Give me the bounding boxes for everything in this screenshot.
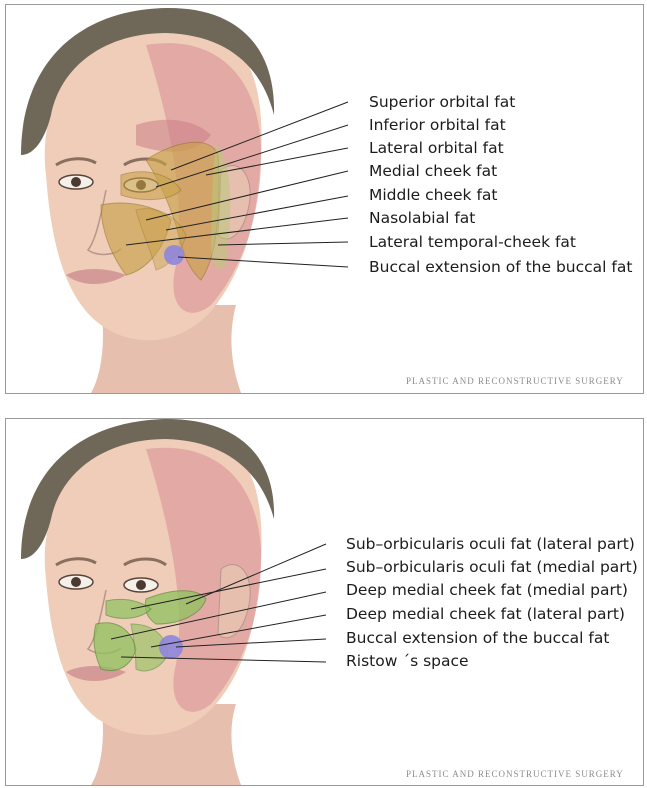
journal-credit-bottom: PLASTIC AND RECONSTRUCTIVE SURGERY: [406, 769, 624, 779]
label-sub-orbicularis-lateral: Sub–orbicularis oculi fat (lateral part): [346, 535, 635, 553]
superficial-fat-panel: Superior orbital fat Inferior orbital fa…: [5, 4, 644, 394]
label-ristows-space: Ristow ´s space: [346, 652, 469, 670]
label-deep-medial-cheek-medial: Deep medial cheek fat (medial part): [346, 581, 628, 599]
deep-fat-panel: Sub–orbicularis oculi fat (lateral part)…: [5, 418, 644, 786]
label-lateral-orbital-fat: Lateral orbital fat: [369, 139, 504, 157]
label-sub-orbicularis-medial: Sub–orbicularis oculi fat (medial part): [346, 558, 638, 576]
face-illustration-superficial-fat: [6, 5, 643, 393]
label-lateral-temporal-cheek-fat: Lateral temporal-cheek fat: [369, 233, 576, 251]
label-middle-cheek-fat: Middle cheek fat: [369, 186, 497, 204]
label-nasolabial-fat: Nasolabial fat: [369, 209, 475, 227]
label-buccal-extension-top: Buccal extension of the buccal fat: [369, 258, 632, 276]
label-buccal-extension-bottom: Buccal extension of the buccal fat: [346, 629, 609, 647]
label-superior-orbital-fat: Superior orbital fat: [369, 93, 515, 111]
label-deep-medial-cheek-lateral: Deep medial cheek fat (lateral part): [346, 605, 625, 623]
journal-credit-top: PLASTIC AND RECONSTRUCTIVE SURGERY: [406, 376, 624, 386]
label-inferior-orbital-fat: Inferior orbital fat: [369, 116, 506, 134]
face-illustration-deep-fat: [6, 419, 643, 785]
label-medial-cheek-fat: Medial cheek fat: [369, 162, 497, 180]
